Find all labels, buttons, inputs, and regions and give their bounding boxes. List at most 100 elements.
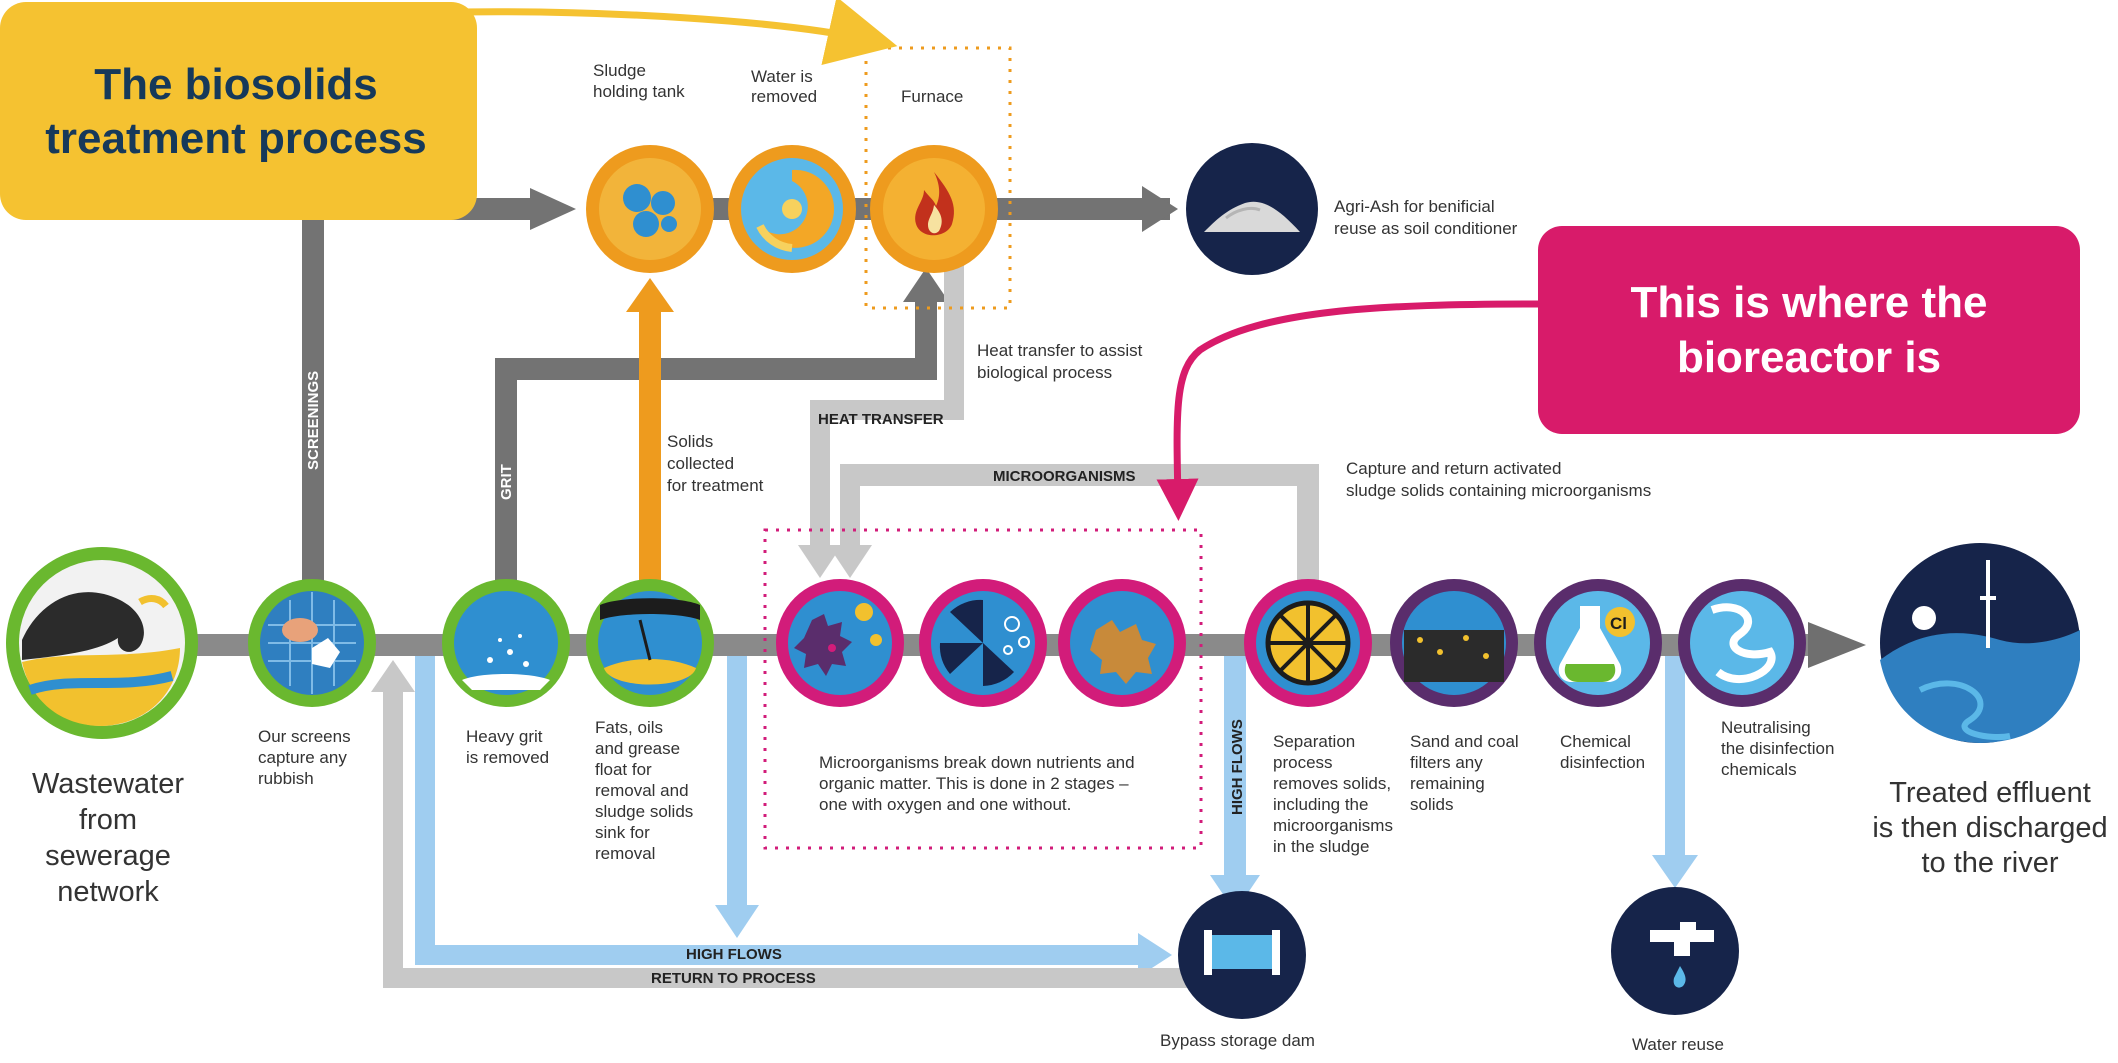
microorganism-icon: [776, 579, 904, 707]
grit-up-flow: [915, 300, 937, 380]
river-tower-icon: [1880, 543, 2080, 743]
high-flows-bottom: [415, 945, 1140, 965]
microorganisms-flow: [840, 464, 1319, 486]
sludge-tank-label: Sludge holding tank: [593, 61, 685, 101]
microorganisms-flow-vert: [1297, 464, 1319, 609]
svg-text:Sludge: Sludge: [593, 61, 646, 80]
neutralising-icon: [1678, 579, 1806, 707]
grit-label: GRIT: [498, 464, 515, 500]
agri-ash-label: Agri-Ash for benificial reuse as soil co…: [1334, 197, 1518, 238]
svg-text:Fats, oils: Fats, oils: [595, 718, 663, 737]
svg-text:removal and: removal and: [595, 781, 689, 800]
furnace-label: Furnace: [901, 87, 963, 106]
high-flows-right-down: [1224, 656, 1246, 876]
svg-text:disinfection: disinfection: [1560, 753, 1645, 772]
wastewater-label: Wastewater from sewerage network: [32, 768, 184, 908]
bypass-dam-label: Bypass storage dam: [1160, 1031, 1315, 1050]
furnace-dotted-box: [864, 46, 1012, 310]
ash-pile-icon: [1186, 143, 1318, 275]
svg-text:Neutralising: Neutralising: [1721, 718, 1811, 737]
high-flows-arrowhead: [1138, 933, 1172, 977]
water-reuse-flow: [1665, 656, 1685, 856]
svg-text:Our screens: Our screens: [258, 727, 351, 746]
return-arrowhead: [371, 660, 415, 692]
grit-top-flow: [495, 358, 935, 380]
tap-icon: [1611, 887, 1739, 1015]
sand-filter-label: Sand and coal filters any remaining soli…: [1410, 732, 1519, 814]
heat-transfer-label: HEAT TRANSFER: [818, 411, 944, 428]
high-flows-left-down: [415, 656, 435, 946]
swirl-icon: [728, 145, 856, 273]
neutralising-label: Neutralising the disinfection chemicals: [1721, 718, 1834, 779]
bioreactor-dotted-box: [763, 528, 1203, 850]
svg-text:removes solids,: removes solids,: [1273, 774, 1391, 793]
svg-text:treatment process: treatment process: [45, 114, 426, 163]
biosolids-callout: The biosolids treatment process: [0, 2, 477, 220]
heat-transfer-flow: [810, 400, 964, 420]
sand-filter-icon: [1390, 579, 1518, 707]
fats-label: Fats, oils and grease float for removal …: [595, 718, 693, 863]
heat-transfer-note: Heat transfer to assist biological proce…: [977, 341, 1143, 382]
svg-text:Treated effluent: Treated effluent: [1889, 777, 2091, 809]
svg-text:sludge solids containing micro: sludge solids containing microorganisms: [1346, 481, 1651, 500]
svg-text:sewerage: sewerage: [45, 840, 171, 872]
return-flow-up: [383, 690, 403, 988]
svg-text:Sand and coal: Sand and coal: [1410, 732, 1519, 751]
svg-text:The biosolids: The biosolids: [94, 60, 378, 109]
chemical-disinfection-label: Chemical disinfection: [1560, 732, 1645, 772]
water-reuse-arrowhead: [1652, 855, 1698, 888]
dam-icon: [1178, 891, 1306, 1019]
svg-text:biological process: biological process: [977, 363, 1112, 382]
heat-transfer-arrowhead: [798, 545, 842, 578]
chem-symbol: Cl: [1610, 614, 1627, 633]
svg-text:Heat transfer to assist: Heat transfer to assist: [977, 341, 1143, 360]
svg-text:from: from: [79, 804, 137, 836]
svg-text:reuse as soil conditioner: reuse as soil conditioner: [1334, 219, 1518, 238]
svg-text:the disinfection: the disinfection: [1721, 739, 1834, 758]
grit-flow: [495, 358, 517, 648]
svg-text:Solids: Solids: [667, 432, 713, 451]
svg-text:Agri-Ash for benificial: Agri-Ash for benificial: [1334, 197, 1495, 216]
solids-arrowhead: [626, 278, 674, 312]
screenings-arrowhead: [530, 188, 576, 230]
capture-return-label: Capture and return activated sludge soli…: [1346, 459, 1651, 500]
chemical-flask-icon: Cl: [1534, 579, 1662, 707]
svg-text:sludge solids: sludge solids: [595, 802, 693, 821]
svg-text:removal: removal: [595, 844, 655, 863]
svg-text:remaining: remaining: [1410, 774, 1485, 793]
separation-label: Separation process removes solids, inclu…: [1273, 732, 1393, 856]
high-flows-mid-down: [727, 656, 747, 906]
svg-text:Chemical: Chemical: [1560, 732, 1631, 751]
heat-transfer-down: [810, 400, 830, 545]
svg-text:Microorganisms break down nutr: Microorganisms break down nutrients and: [819, 753, 1135, 772]
svg-text:is removed: is removed: [466, 748, 549, 767]
treated-effluent-label: Treated effluent is then discharged to t…: [1872, 777, 2107, 879]
svg-text:chemicals: chemicals: [1721, 760, 1797, 779]
svg-text:organic matter. This is done i: organic matter. This is done in 2 stages…: [819, 774, 1129, 793]
svg-text:for treatment: for treatment: [667, 476, 764, 495]
high-flows-label: HIGH FLOWS: [686, 946, 782, 963]
fats-oil-grease-icon: [586, 579, 714, 707]
aerator-icon: [919, 579, 1047, 707]
svg-text:including the: including the: [1273, 795, 1368, 814]
solids-collected-label: Solids collected for treatment: [667, 432, 764, 495]
svg-text:collected: collected: [667, 454, 734, 473]
svg-text:Wastewater: Wastewater: [32, 768, 184, 800]
svg-text:Water is: Water is: [751, 67, 813, 86]
svg-text:one with oxygen and one withou: one with oxygen and one without.: [819, 795, 1071, 814]
screen-mesh-icon: [248, 579, 376, 707]
grit-icon: [442, 579, 570, 707]
water-removed-label: Water is removed: [751, 67, 817, 106]
grit-removed-label: Heavy grit is removed: [466, 727, 549, 767]
svg-text:solids: solids: [1410, 795, 1453, 814]
svg-text:Capture and return activated: Capture and return activated: [1346, 459, 1561, 478]
bioreactor-callout: This is where the bioreactor is: [1538, 226, 2080, 434]
bioreactor-callout-arrow: [1156, 300, 1539, 521]
svg-text:and grease: and grease: [595, 739, 680, 758]
svg-text:microorganisms: microorganisms: [1273, 816, 1393, 835]
svg-text:Separation: Separation: [1273, 732, 1355, 751]
svg-text:capture any: capture any: [258, 748, 347, 767]
svg-text:filters any: filters any: [1410, 753, 1483, 772]
water-reuse-label: Water reuse: [1632, 1035, 1724, 1054]
